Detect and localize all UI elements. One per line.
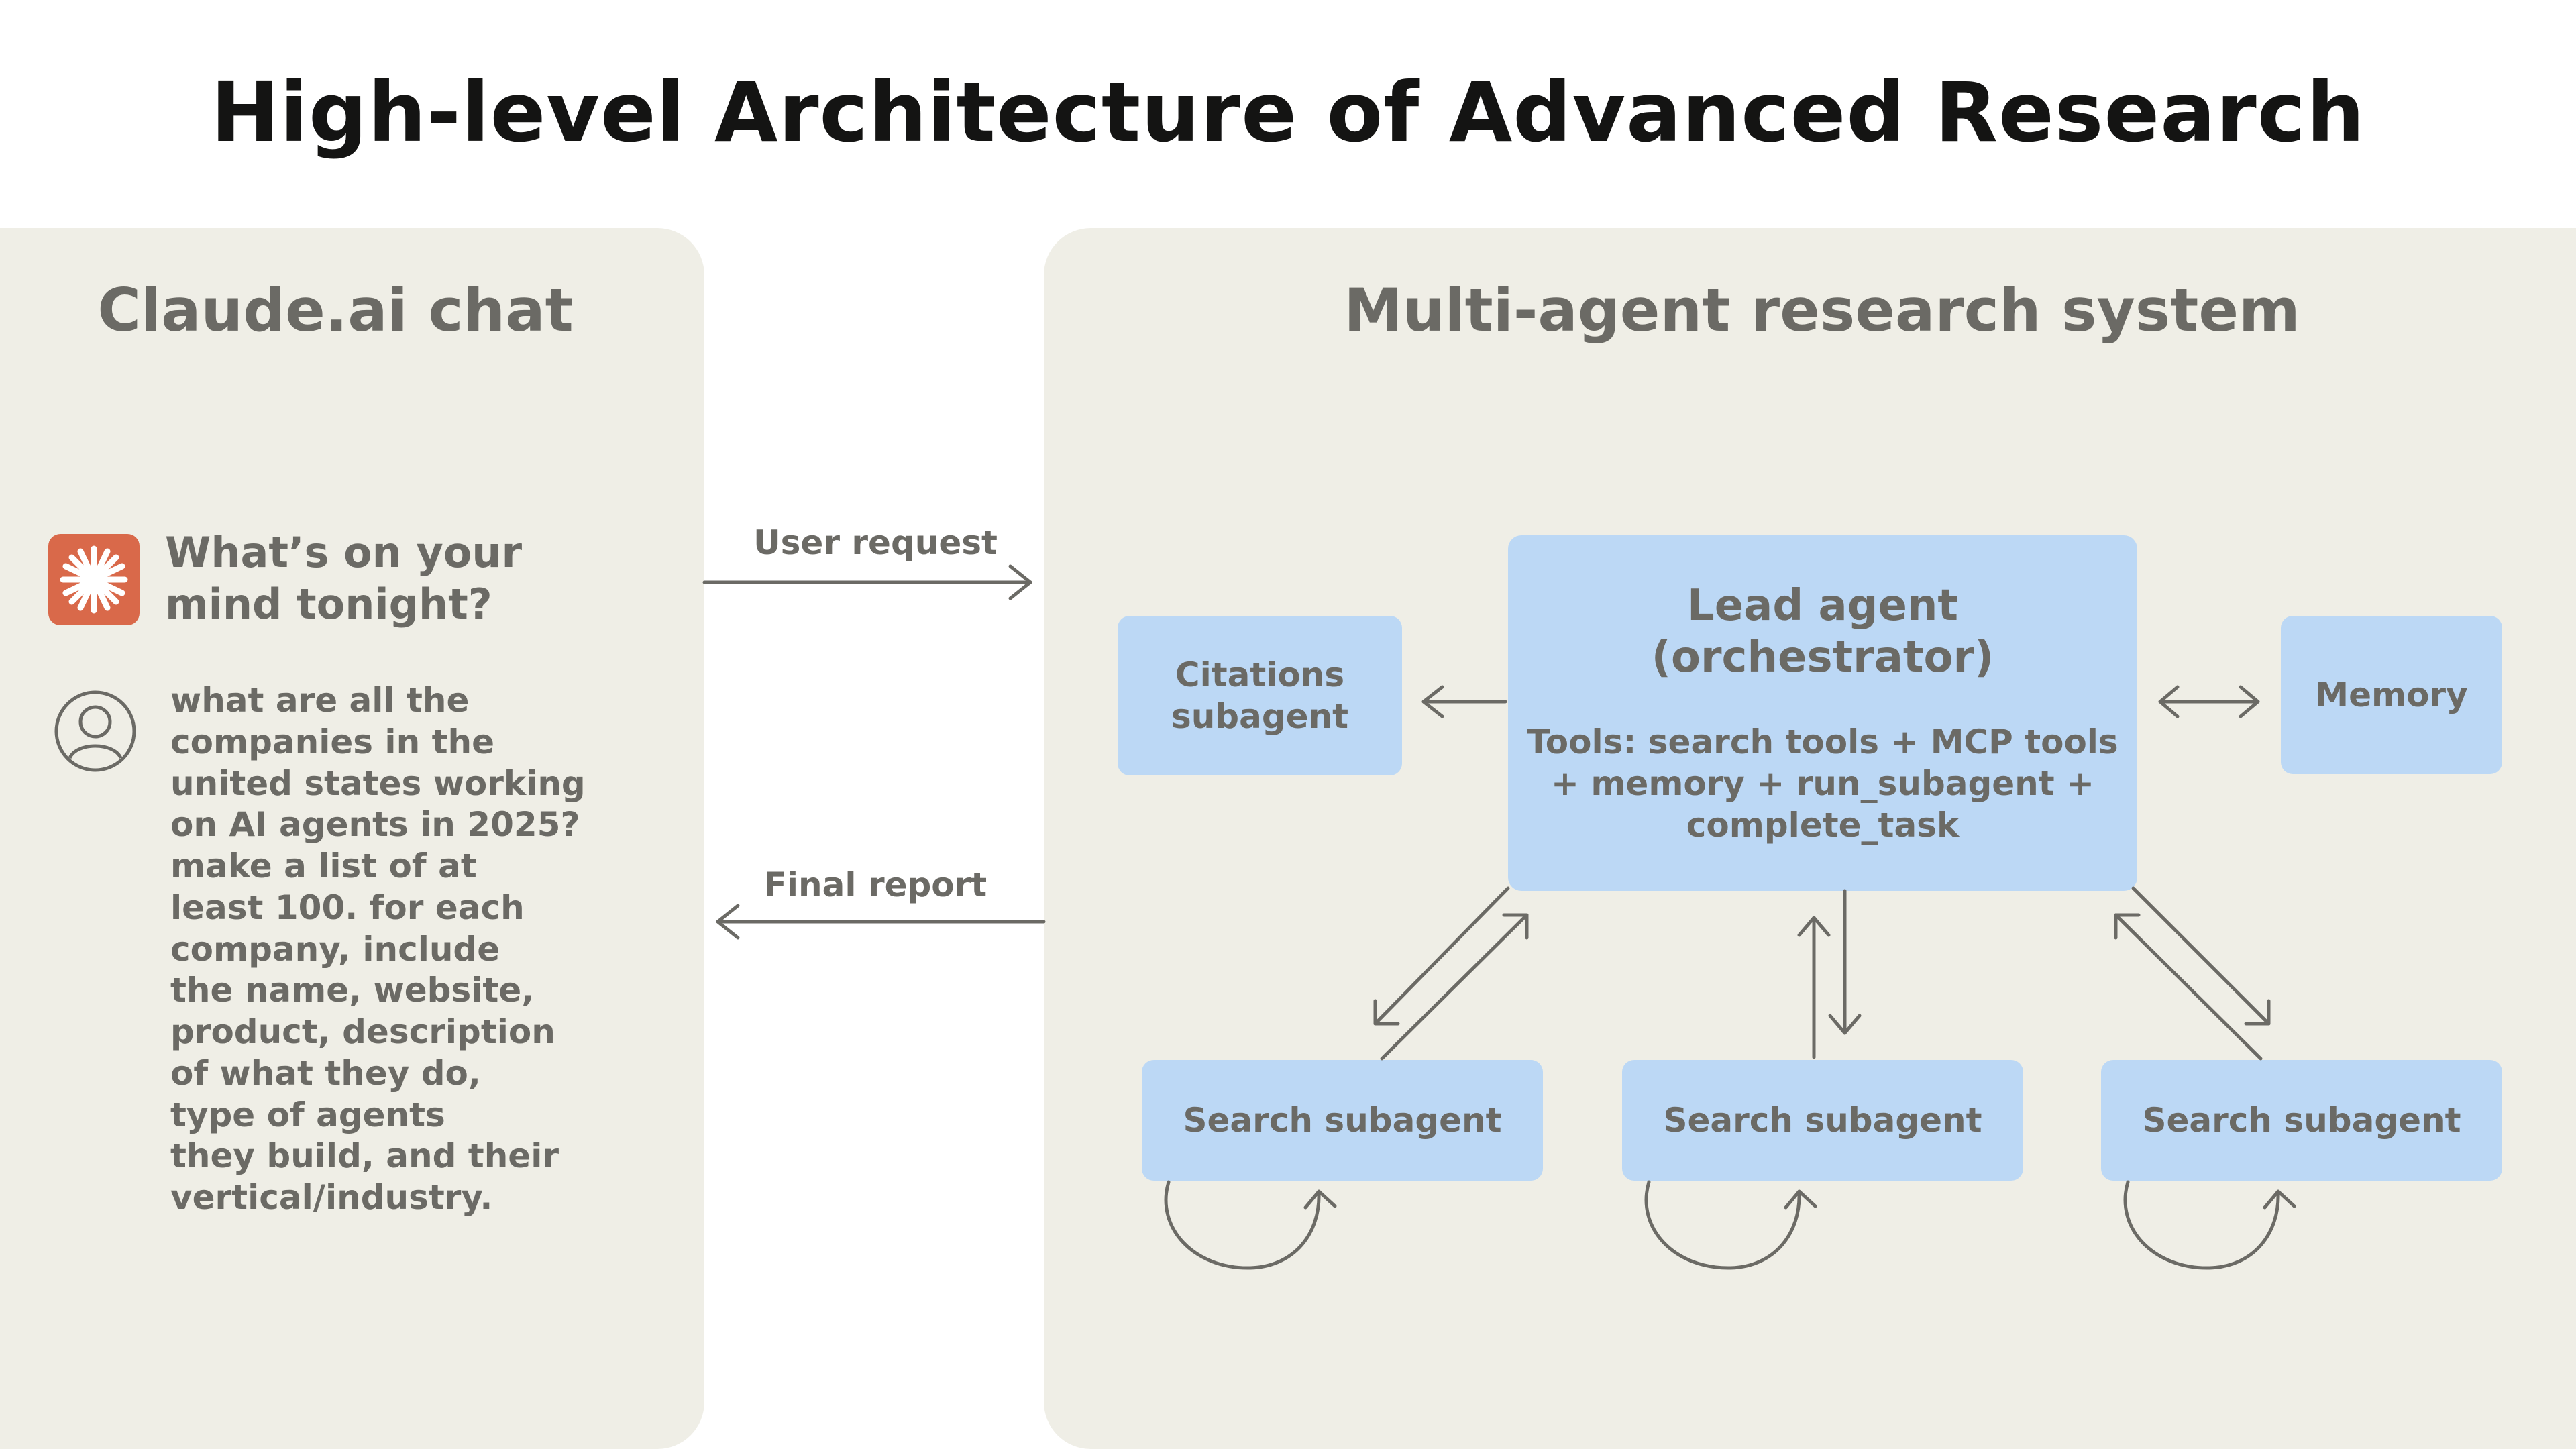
claude-chat-panel bbox=[0, 228, 704, 1449]
claude-chat-panel-title: Claude.ai chat bbox=[97, 276, 574, 345]
user-request-label: User request bbox=[753, 523, 998, 562]
user-message: what are all the companies in the united… bbox=[170, 681, 586, 1217]
research-system-panel-title: Multi-agent research system bbox=[1344, 276, 2300, 345]
chat-prompt: What’s on your mind tonight? bbox=[165, 528, 523, 629]
lead-agent-title: Lead agent (orchestrator) bbox=[1651, 581, 1994, 682]
lead-agent-box: Lead agent (orchestrator) Tools: search … bbox=[1508, 535, 2137, 891]
claude-asterisk-icon bbox=[48, 534, 140, 625]
search-subagent-box-2: Search subagent bbox=[1622, 1060, 2023, 1181]
citations-subagent-box: Citations subagent bbox=[1118, 616, 1402, 775]
memory-box: Memory bbox=[2281, 616, 2502, 774]
final-report-label: Final report bbox=[763, 865, 987, 904]
user-request-arrow bbox=[702, 564, 1032, 600]
final-report-arrow bbox=[716, 904, 1046, 940]
user-avatar-icon bbox=[52, 688, 138, 774]
lead-agent-tools: Tools: search tools + MCP tools + memory… bbox=[1527, 722, 2118, 845]
search-subagent-box-1: Search subagent bbox=[1142, 1060, 1543, 1181]
diagram-title: High-level Architecture of Advanced Rese… bbox=[211, 65, 2365, 160]
search-subagent-box-3: Search subagent bbox=[2101, 1060, 2502, 1181]
